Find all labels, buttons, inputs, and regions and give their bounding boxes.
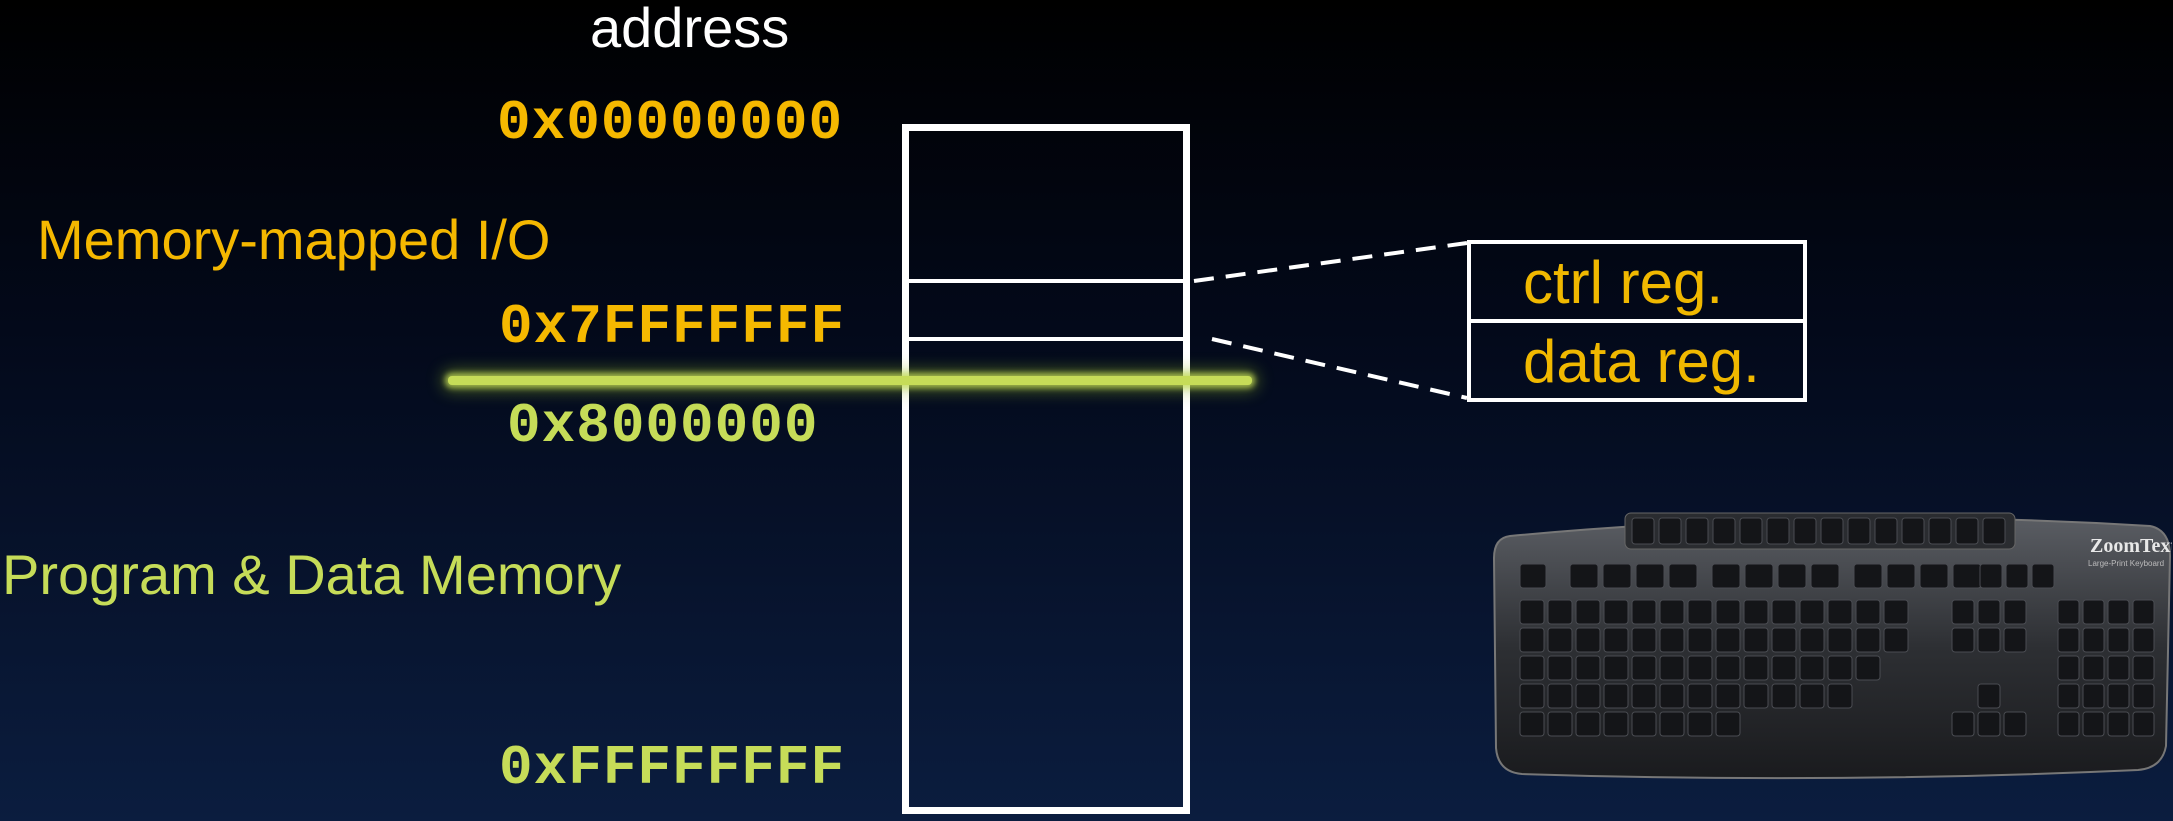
address-end-label: 0xFFFFFFFF [499, 736, 846, 800]
keyboard-subtitle: Large-Print Keyboard [2088, 559, 2164, 568]
address-heading: address [590, 0, 790, 59]
keyboard-image: ZoomText Large-Print Keyboard [1492, 512, 2172, 780]
ctrl-register-box: ctrl reg. [1467, 240, 1807, 323]
data-register-label: data reg. [1523, 328, 1760, 395]
io-data-divider [902, 337, 1190, 341]
ctrl-register-label: ctrl reg. [1523, 249, 1724, 316]
address-start-label: 0x00000000 [497, 91, 844, 155]
keyboard-keys [1519, 517, 2155, 737]
address-boundary-line [448, 376, 1252, 385]
address-mem-start-label: 0x8000000 [507, 394, 819, 458]
keyboard-brand: ZoomText [2090, 535, 2172, 557]
memory-region-label: Program & Data Memory [2, 543, 622, 606]
data-register-box: data reg. [1467, 319, 1807, 402]
io-ctrl-divider [902, 279, 1190, 283]
io-region-label: Memory-mapped I/O [37, 208, 551, 271]
memory-map-box [902, 124, 1190, 814]
address-io-end-label: 0x7FFFFFFF [499, 295, 846, 359]
